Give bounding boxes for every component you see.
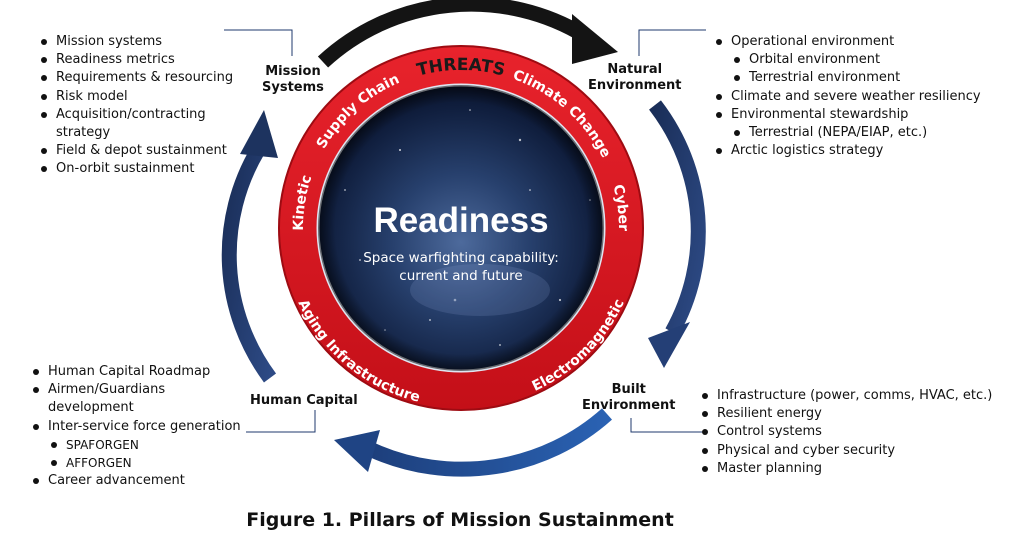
pillar-label-built-environment: Built Environment: [582, 382, 676, 414]
list-item: Physical and cyber security: [699, 442, 992, 460]
pillar-label-mission-systems: Mission Systems: [262, 64, 324, 96]
list-item: Arctic logistics strategy: [713, 142, 981, 160]
built-environment-list: Infrastructure (power, comms, HVAC, etc.…: [699, 387, 992, 478]
leader-lines: [224, 29, 706, 433]
list-item: Master planning: [699, 460, 992, 478]
list-item: Inter-service force generation: [30, 418, 241, 436]
list-item: Acquisition/contracting: [38, 106, 233, 124]
list-item: Mission systems: [38, 33, 233, 51]
list-subitem: Terrestrial environment: [731, 69, 981, 87]
list-item: Control systems: [699, 423, 992, 441]
pillar-label-line: Environment: [588, 78, 682, 93]
pillar-label-human-capital: Human Capital: [250, 393, 358, 409]
list-subitem: AFFORGEN: [48, 454, 241, 472]
list-subitem: Terrestrial (NEPA/EIAP, etc.): [731, 124, 981, 142]
list-item: Climate and severe weather resiliency: [713, 88, 981, 106]
list-item: Career advancement: [30, 472, 241, 490]
pillar-label-line: Mission: [265, 64, 321, 79]
readiness-subtitle-line1: Space warfighting capability:: [363, 250, 559, 266]
arrow-top: [317, 0, 618, 68]
list-item: Infrastructure (power, comms, HVAC, etc.…: [699, 387, 992, 405]
list-item: Resilient energy: [699, 405, 992, 423]
list-item: Human Capital Roadmap: [30, 363, 241, 381]
arrow-left: [221, 110, 278, 383]
leader-mission-systems: [224, 29, 293, 56]
leader-built-environment: [630, 418, 702, 433]
list-item-continuation: development: [48, 400, 134, 416]
arrow-bottom: [334, 408, 612, 477]
pillar-label-line: Environment: [582, 398, 676, 413]
list-item: Field & depot sustainment: [38, 142, 233, 160]
threat-cyber: Cyber: [609, 183, 631, 231]
cycle-arrows: [221, 0, 706, 477]
list-item-continuation: strategy: [56, 125, 111, 141]
mission-systems-list: Mission systems Readiness metrics Requir…: [38, 33, 233, 179]
pillar-label-natural-environment: Natural Environment: [588, 62, 682, 94]
readiness-subtitle-line2: current and future: [399, 268, 522, 284]
list-item: Airmen/Guardians: [30, 381, 241, 399]
list-subitem: SPAFORGEN: [48, 436, 241, 454]
leader-natural-environment: [638, 29, 706, 56]
natural-environment-list: Operational environment Orbital environm…: [713, 33, 981, 160]
list-item: Risk model: [38, 88, 233, 106]
list-item: Readiness metrics: [38, 51, 233, 69]
leader-human-capital: [246, 410, 316, 433]
human-capital-list: Human Capital Roadmap Airmen/Guardians d…: [30, 363, 241, 490]
pillar-label-line: Natural: [607, 62, 663, 77]
pillar-label-line: Human Capital: [250, 393, 358, 408]
readiness-title: Readiness: [373, 201, 548, 240]
pillar-label-line: Systems: [262, 80, 324, 95]
list-subitem: Orbital environment: [731, 51, 981, 69]
list-item: Operational environment: [713, 33, 981, 51]
list-item: Environmental stewardship: [713, 106, 981, 124]
list-item: Requirements & resourcing: [38, 69, 233, 87]
pillar-label-line: Built: [611, 382, 646, 397]
arrow-right: [648, 100, 706, 368]
list-item: On-orbit sustainment: [38, 160, 233, 178]
figure-caption: Figure 1. Pillars of Mission Sustainment: [246, 509, 674, 531]
